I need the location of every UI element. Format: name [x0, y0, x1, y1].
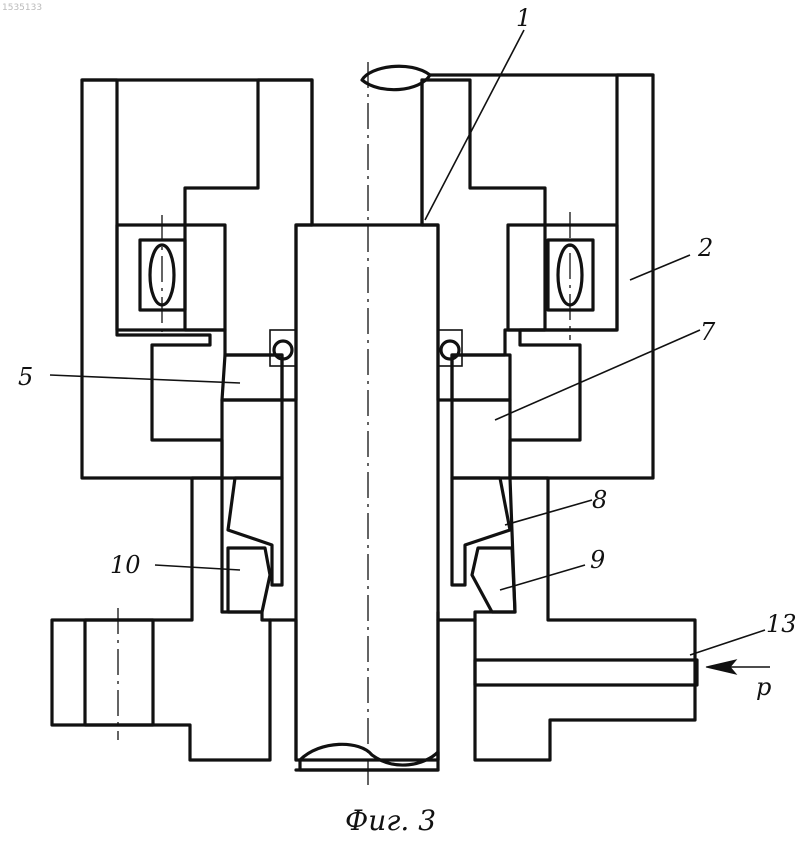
lower-packing-left [228, 548, 270, 612]
packing-right [452, 400, 510, 478]
lower-packing-right [472, 548, 515, 612]
label-10: 10 [110, 551, 141, 579]
wedge-ring-left [228, 478, 282, 585]
label-13: 13 [766, 610, 797, 638]
wedge-ring-right [452, 478, 510, 585]
center-axes [118, 62, 570, 785]
label-5: 5 [18, 363, 33, 391]
label-7: 7 [700, 318, 716, 346]
label-1: 1 [516, 4, 531, 32]
pressure-arrow [706, 660, 770, 674]
leader-lines [50, 30, 765, 655]
bearing-right [508, 225, 617, 330]
pressure-ring-left [222, 355, 282, 400]
o-ring-right [438, 330, 462, 366]
lower-sleeve-walls [270, 612, 475, 760]
lower-housing-left [52, 478, 270, 760]
housing-left-wall [82, 80, 222, 478]
label-2: 2 [697, 234, 713, 262]
label-8: 8 [592, 486, 607, 514]
packing-left [222, 400, 282, 478]
shaft [296, 66, 438, 770]
label-pressure: p [756, 673, 771, 701]
document-id: 1535133 [2, 3, 42, 13]
label-9: 9 [590, 546, 605, 574]
bearing-left [117, 225, 225, 330]
figure-caption: Фиг. 3 [345, 804, 436, 837]
pressure-ring-right [452, 355, 510, 400]
